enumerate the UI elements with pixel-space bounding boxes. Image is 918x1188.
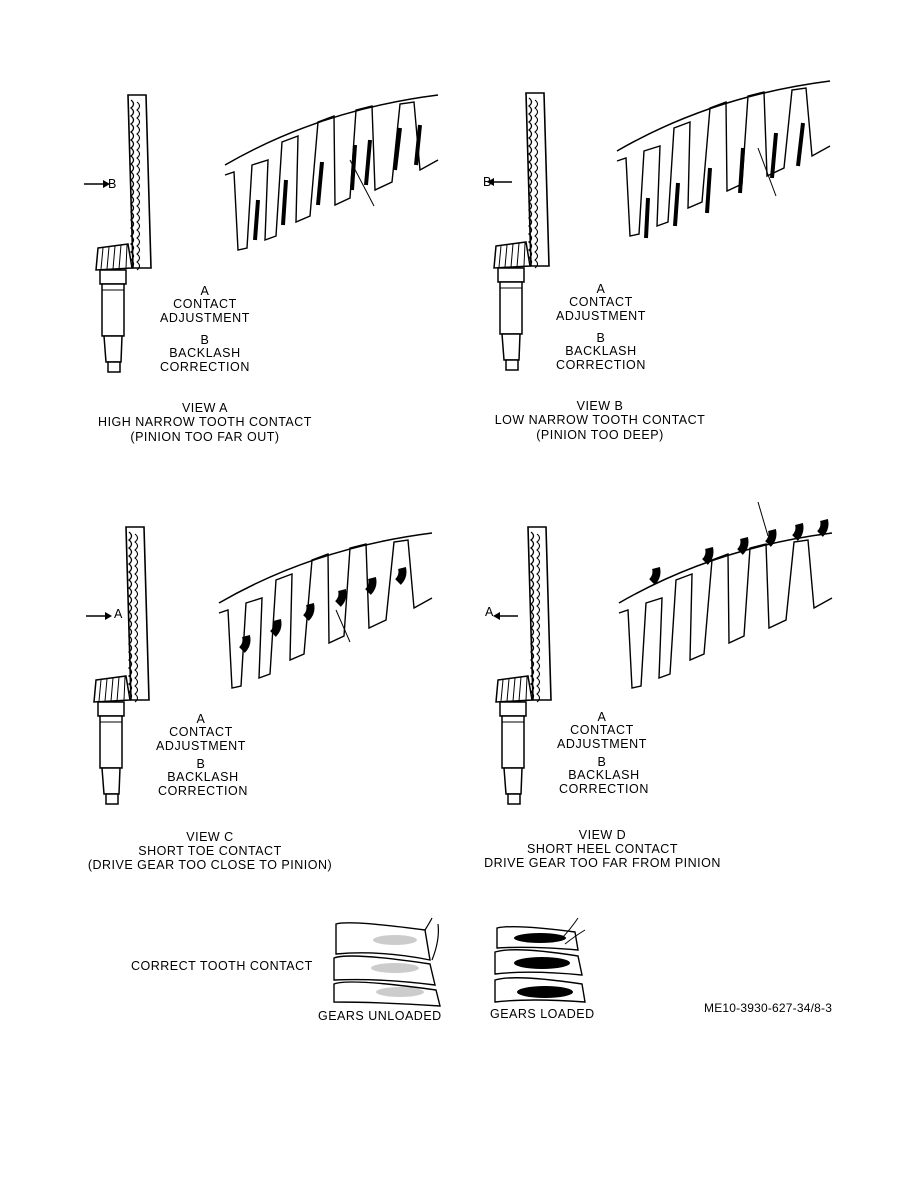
view-d-backlash-text: BACKLASH CORRECTION — [558, 768, 650, 796]
view-d-title: VIEW D — [578, 828, 627, 842]
correct-contact-title: CORRECT TOOTH CONTACT — [131, 959, 313, 973]
view-b-backlash-text: BACKLASH CORRECTION — [555, 344, 647, 372]
figure-id: ME10-3930-627-34/8-3 — [704, 1001, 833, 1015]
view-c-backlash-letter: B — [196, 757, 206, 771]
view-b-desc: LOW NARROW TOOTH CONTACT — [494, 413, 706, 427]
view-b-adjust-text: CONTACT ADJUSTMENT — [555, 295, 647, 323]
view-c-backlash-text: BACKLASH CORRECTION — [157, 770, 249, 798]
view-a-desc: HIGH NARROW TOOTH CONTACT — [98, 415, 312, 429]
view-b-arrow-label: B — [483, 175, 492, 189]
view-c-adjust-letter: A — [196, 712, 206, 726]
view-a-backlash-text: BACKLASH CORRECTION — [159, 346, 251, 374]
view-c-title: VIEW C — [186, 830, 234, 844]
view-c-gears — [86, 526, 433, 805]
view-d-desc: SHORT HEEL CONTACT — [527, 842, 678, 856]
gears-loaded-label: GEARS LOADED — [490, 1007, 595, 1021]
view-b-cause: (PINION TOO DEEP) — [536, 428, 664, 442]
gear-teeth-icon — [333, 917, 441, 1007]
view-a-arrow-label: B — [108, 177, 117, 191]
view-d-backlash-letter: B — [597, 755, 607, 769]
ring-gear-icon — [95, 94, 152, 373]
view-a-cause: (PINION TOO FAR OUT) — [130, 430, 280, 444]
view-a-backlash-letter: B — [200, 333, 210, 347]
ring-gear-icon — [495, 526, 552, 805]
view-d-adjust-text: CONTACT ADJUSTMENT — [556, 723, 648, 751]
view-b-title: VIEW B — [576, 399, 624, 413]
view-b-gears — [487, 80, 831, 371]
view-d-cause: DRIVE GEAR TOO FAR FROM PINION — [484, 856, 721, 870]
ring-gear-icon — [93, 526, 150, 805]
view-c-adjust-text: CONTACT ADJUSTMENT — [155, 725, 247, 753]
view-c-arrow-label: A — [114, 607, 123, 621]
view-a-adjust-letter: A — [200, 284, 210, 298]
view-a-gears — [84, 94, 439, 373]
view-b-adjust-letter: A — [596, 282, 606, 296]
view-a-title: VIEW A — [181, 401, 229, 415]
gears-unloaded-label: GEARS UNLOADED — [318, 1009, 442, 1023]
view-d-gears — [493, 501, 833, 805]
view-c-cause: (DRIVE GEAR TOO CLOSE TO PINION) — [87, 858, 333, 872]
view-d-arrow-label: A — [485, 605, 494, 619]
gear-teeth-icon — [494, 917, 586, 1003]
view-b-backlash-letter: B — [596, 331, 606, 345]
view-a-adjust-text: CONTACT ADJUSTMENT — [159, 297, 251, 325]
ring-gear-icon — [493, 92, 550, 371]
view-d-adjust-letter: A — [597, 710, 607, 724]
view-c-desc: SHORT TOE CONTACT — [138, 844, 282, 858]
